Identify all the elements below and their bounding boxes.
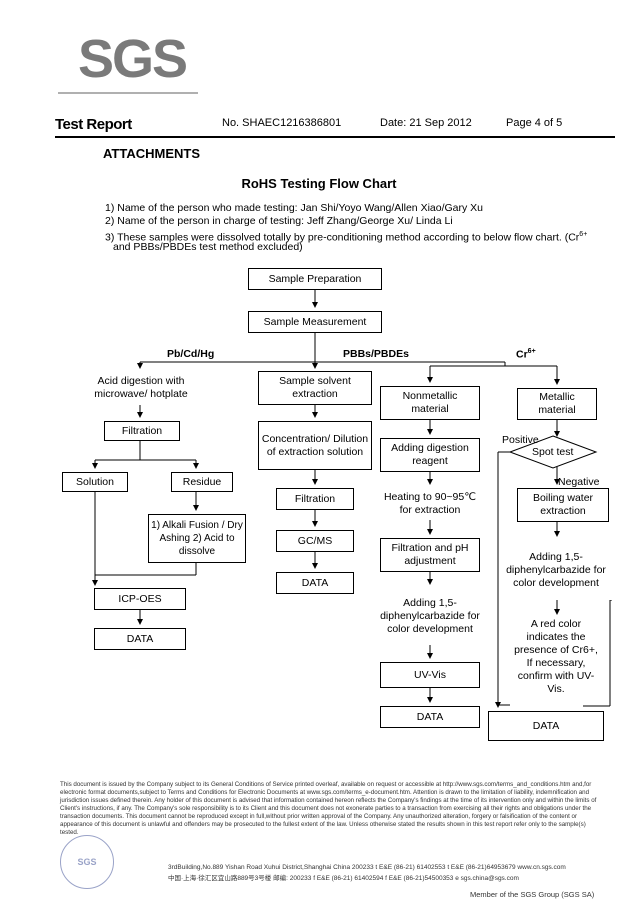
- data-cr-right-box: DATA: [488, 711, 604, 741]
- solution-box: Solution: [62, 472, 128, 492]
- icp-oes-box: ICP-OES: [94, 588, 186, 610]
- note-3-text: 3) These samples were dissolved totally …: [105, 231, 580, 244]
- alkali-fusion-box: 1) Alkali Fusion / Dry Ashing 2) Acid to…: [148, 514, 246, 563]
- footer-address: 3rdBuilding,No.889 Yishan Road Xuhui Dis…: [168, 862, 566, 884]
- note-3-continued: and PBBs/PBDEs test method excluded): [113, 241, 303, 253]
- section-heading: ATTACHMENTS: [103, 146, 201, 161]
- residue-box: Residue: [171, 472, 233, 492]
- boiling-water-box: Boiling water extraction: [517, 488, 609, 522]
- header-rule: [55, 136, 615, 138]
- red-color-step: A red color indicates the presence of Cr…: [508, 618, 604, 696]
- adding-digestion-box: Adding digestion reagent: [380, 438, 480, 472]
- solvent-extraction-box: Sample solvent extraction: [258, 371, 372, 405]
- sample-preparation-box: Sample Preparation: [248, 268, 382, 290]
- sample-measurement-box: Sample Measurement: [248, 311, 382, 333]
- acid-digestion-step: Acid digestion with microwave/ hotplate: [82, 371, 200, 405]
- footer-address-en: 3rdBuilding,No.889 Yishan Road Xuhui Dis…: [168, 864, 566, 871]
- nonmetallic-box: Nonmetallic material: [380, 386, 480, 420]
- note-1: 1) Name of the person who made testing: …: [105, 202, 484, 214]
- concentration-box: Concentration/ Dilution of extraction so…: [258, 421, 372, 470]
- note-3-superscript: 6+: [579, 231, 588, 238]
- adding-dpc-left-step: Adding 1,5-diphenylcarbazide for color d…: [372, 588, 488, 645]
- report-number: No. SHAEC1216386801: [222, 117, 342, 129]
- data-left-box: DATA: [94, 628, 186, 650]
- report-date: Date: 21 Sep 2012: [380, 117, 472, 129]
- branch-label-cr6-text: Cr: [516, 348, 528, 361]
- branch-label-cr6: Cr6+: [516, 348, 536, 361]
- adding-dpc-right-step: Adding 1,5-diphenylcarbazide for color d…: [500, 540, 612, 600]
- report-title: Test Report: [55, 116, 132, 133]
- filtration-left-box: Filtration: [104, 421, 180, 441]
- gcms-box: GC/MS: [276, 530, 354, 552]
- heating-step: Heating to 90~95℃ for extraction: [380, 488, 480, 520]
- branch-label-cr6-superscript: 6+: [527, 348, 536, 355]
- branch-label-pbbs-pbdes: PBBs/PBDEs: [343, 348, 409, 360]
- data-cr-left-box: DATA: [380, 706, 480, 728]
- note-3: 3) These samples were dissolved totally …: [105, 228, 587, 245]
- page-number: Page 4 of 5: [506, 117, 563, 129]
- chart-title: RoHS Testing Flow Chart: [241, 176, 397, 191]
- filtration-ph-box: Filtration and pH adjustment: [380, 538, 480, 572]
- negative-label: Negative: [558, 476, 600, 488]
- metallic-box: Metallic material: [517, 388, 597, 420]
- data-mid-box: DATA: [276, 572, 354, 594]
- logo-underline: [58, 92, 198, 94]
- spot-test-label: Spot test: [532, 446, 574, 458]
- sgs-stamp: SGS: [60, 835, 114, 889]
- uv-vis-box: UV-Vis: [380, 662, 480, 688]
- branch-label-pb-cd-hg: Pb/Cd/Hg: [167, 348, 215, 360]
- footer-address-cn: 中国·上海·徐汇区宜山路889号3号楼 邮编: 200233 f E&E (86…: [168, 875, 519, 882]
- filtration-mid-box: Filtration: [276, 488, 354, 510]
- note-2: 2) Name of the person in charge of testi…: [105, 215, 453, 227]
- positive-label: Positive: [502, 434, 539, 446]
- sgs-logo: SGS: [78, 29, 188, 89]
- footer-member: Member of the SGS Group (SGS SA): [470, 890, 595, 899]
- footer-disclaimer: This document is issued by the Company s…: [60, 781, 597, 836]
